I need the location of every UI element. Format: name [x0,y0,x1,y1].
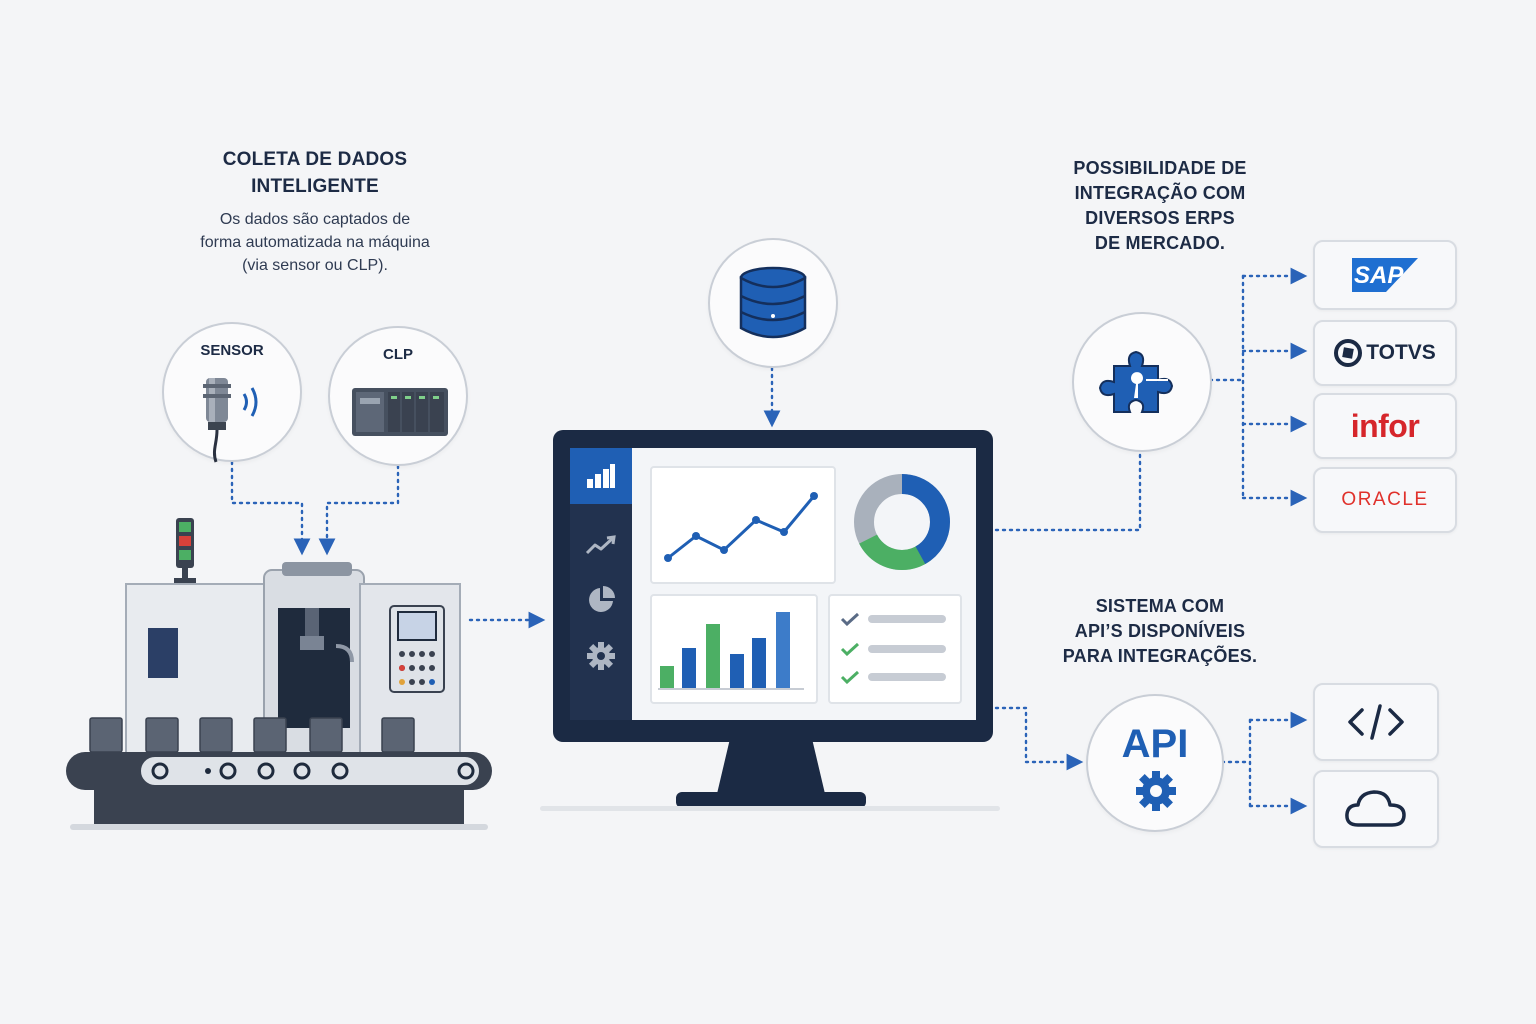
erp-title-line: DIVERSOS ERPS [1085,208,1235,228]
checklist-panel [828,594,962,704]
api-title-line: SISTEMA COM [1095,596,1225,616]
dashboard-screen [570,448,976,720]
infor-logo-text: infor [1350,407,1420,444]
api-circle[interactable]: API [1086,694,1224,832]
monitor-stand [716,742,826,798]
api-badge-text: API [1121,722,1189,766]
sensor-circle[interactable]: SENSOR [162,322,302,463]
checklist-row [840,642,950,656]
database-icon [739,266,807,339]
totvs-logo-icon [1334,339,1363,367]
checklist-row [840,670,950,684]
erp-title-line: POSSIBILIDADE DE [1073,158,1247,178]
monitor-shadow [540,806,1000,811]
description-line: forma automatizada na máquina [200,234,430,251]
trend-line-icon [585,535,616,555]
sensor-connector [230,460,311,556]
oracle-logo-card[interactable]: ORACLE [1313,467,1457,533]
donut-chart-graphic [852,472,952,572]
monitor-to-api-connector [994,706,1084,771]
clp-label: CLP [383,346,413,363]
data-collection-title-line: INTELIGENTE [251,176,379,197]
check-icon [840,642,860,656]
pie-chart-icon [589,586,615,612]
data-collection-description: Os dados são captados de forma automatiz… [170,208,460,277]
erp-title-line: INTEGRAÇÃO COM [1074,183,1246,203]
clp-circle[interactable]: CLP [328,326,468,466]
bar-chart-icon [587,464,615,488]
line-chart-panel [650,466,836,584]
sidebar-item-settings[interactable] [570,628,632,684]
puzzle-icon [1098,350,1174,413]
api-title: SISTEMA COM API’S DISPONÍVEIS PARA INTEG… [1040,594,1280,669]
bar-chart-panel [650,594,818,704]
data-collection-title: COLETA DE DADOS INTELIGENTE [190,146,440,200]
monitor-to-erp-connector [994,446,1142,532]
code-icon [1348,704,1404,740]
checklist-bar [868,645,946,653]
sap-logo-card[interactable]: SAP [1313,240,1457,310]
monitor-base [676,792,866,808]
checklist-bar [868,673,946,681]
check-icon [840,670,860,684]
api-title-line: PARA INTEGRAÇÕES. [1062,646,1258,666]
sap-logo-shape [1352,258,1418,292]
proximity-sensor-icon [203,378,258,463]
code-target-card[interactable] [1313,683,1439,761]
line-chart-graphic [664,492,818,562]
checklist-bar [868,615,946,623]
bar-chart-graphic [658,612,804,690]
clp-connector [318,464,400,556]
erp-integration-title: POSSIBILIDADE DE INTEGRAÇÃO COM DIVERSOS… [1040,156,1280,256]
check-icon [840,612,860,626]
signal-tower-icon [174,518,196,584]
data-collection-title-line: COLETA DE DADOS [222,149,408,170]
erp-integration-circle[interactable] [1072,312,1212,452]
totvs-logo-text: TOTVS [1366,341,1436,364]
plc-icon [352,388,448,436]
sap-logo: SAP [1352,258,1418,292]
gear-icon [587,642,615,670]
totvs-logo-card[interactable]: TOTVS [1313,320,1457,386]
database-circle[interactable] [708,238,838,368]
sap-logo-text: SAP [1354,262,1404,289]
oracle-logo-text: ORACLE [1341,489,1429,510]
dashboard-sidebar [570,448,632,720]
sidebar-item-bar-chart[interactable] [570,448,632,504]
cnc-machine-illustration [66,518,492,830]
infor-logo-card[interactable]: infor [1313,393,1457,459]
erp-title-line: DE MERCADO. [1094,233,1226,253]
checklist-row [840,612,950,626]
description-line: (via sensor ou CLP). [242,257,388,274]
sidebar-item-trend[interactable] [570,518,632,574]
cloud-target-card[interactable] [1313,770,1439,848]
cloud-icon [1345,790,1406,827]
sensor-label: SENSOR [200,342,264,359]
sidebar-item-pie[interactable] [570,572,632,628]
description-line: Os dados são captados de [219,211,411,228]
api-title-line: API’S DISPONÍVEIS [1074,621,1246,641]
gear-icon [1136,771,1176,811]
